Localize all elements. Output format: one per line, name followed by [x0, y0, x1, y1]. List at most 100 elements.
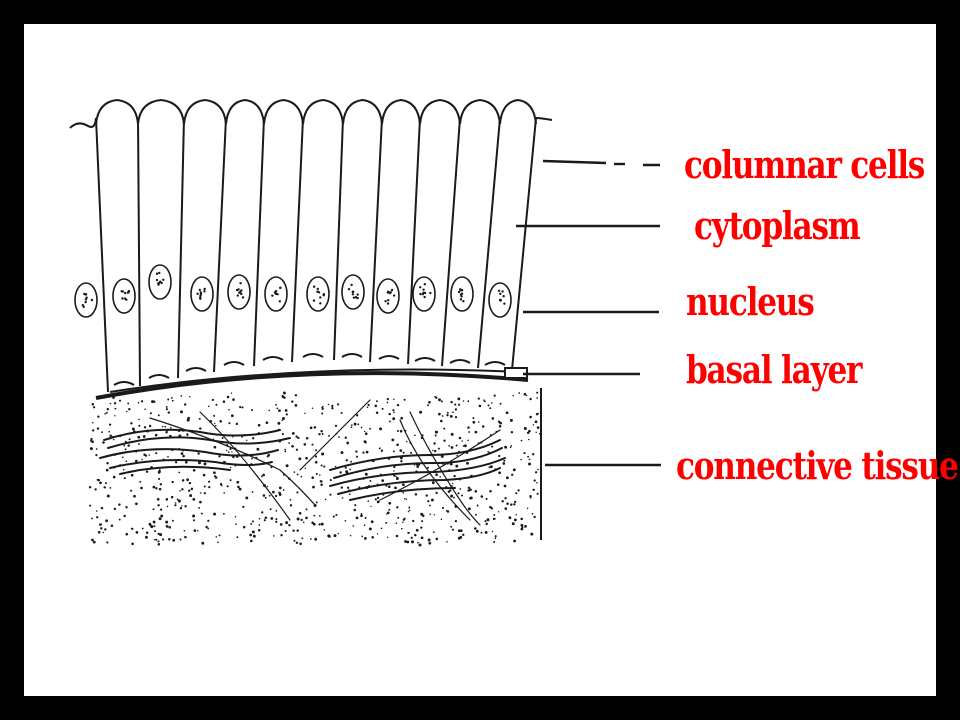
chromatin-dot — [429, 291, 432, 295]
stipple-dot — [367, 500, 370, 502]
stipple-dot — [532, 488, 535, 491]
chromatin-dot — [312, 285, 316, 288]
stipple-dot — [370, 505, 372, 508]
stipple-dot — [160, 514, 164, 518]
stipple-dot — [446, 414, 449, 417]
stipple-dot — [291, 400, 294, 403]
stipple-dot — [245, 496, 249, 500]
stipple-dot — [153, 525, 156, 528]
stipple-dot — [393, 474, 396, 477]
stipple-dot — [251, 491, 254, 493]
stipple-dot — [268, 494, 271, 497]
stipple-dot — [528, 458, 531, 461]
stipple-dot — [414, 434, 416, 437]
stipple-dot — [415, 528, 419, 532]
stipple-dot — [355, 450, 358, 453]
stipple-dot — [345, 459, 348, 462]
stipple-dot — [219, 420, 222, 423]
stipple-dot — [154, 433, 158, 437]
stipple-dot — [388, 420, 391, 423]
stipple-dot — [321, 452, 325, 456]
stipple-dot — [297, 436, 300, 440]
chromatin-dot — [392, 294, 396, 297]
stipple-dot — [443, 427, 446, 430]
stipple-dot — [260, 475, 263, 478]
stipple-dot — [189, 395, 191, 398]
stipple-dot — [321, 407, 324, 410]
stipple-dot — [450, 494, 454, 498]
stipple-dot — [529, 415, 532, 419]
stipple-dot — [493, 394, 496, 397]
stipple-dot — [340, 486, 343, 489]
stipple-dot — [393, 411, 395, 414]
stipple-dot — [236, 536, 239, 539]
stipple-dot — [329, 479, 332, 482]
stipple-dot — [230, 414, 234, 418]
stipple-dot — [418, 543, 422, 547]
stipple-dot — [250, 408, 254, 412]
label-nucleus: nucleus — [686, 279, 815, 324]
stipple-dot — [467, 426, 470, 429]
stipple-dot — [262, 494, 266, 497]
stipple-dot — [208, 405, 210, 408]
stipple-dot — [355, 516, 359, 520]
cell-apex — [419, 98, 461, 125]
chromatin-dot — [497, 289, 501, 292]
stipple-dot — [180, 410, 183, 414]
stipple-dot — [437, 447, 440, 450]
chromatin-dot — [312, 299, 316, 302]
stipple-dot — [331, 404, 334, 408]
stipple-dot — [228, 422, 231, 425]
chromatin-dot — [319, 296, 322, 299]
stipple-dot — [450, 432, 454, 436]
stipple-dot — [165, 520, 169, 524]
stipple-dot — [294, 394, 298, 397]
stipple-dot — [208, 480, 211, 483]
cell-apex — [183, 98, 227, 125]
nucleus — [488, 282, 512, 318]
stipple-dot — [433, 442, 436, 445]
stipple-dot — [319, 474, 321, 476]
stipple-dot — [356, 414, 359, 417]
stipple-dot — [379, 427, 383, 431]
stipple-dot — [364, 472, 368, 476]
stipple-dot — [104, 486, 107, 489]
chromatin-dot — [419, 292, 422, 296]
chromatin-dot — [159, 280, 162, 283]
chromatin-dot — [319, 302, 322, 305]
stipple-dot — [494, 537, 497, 540]
stipple-dot — [360, 513, 363, 515]
stipple-dot — [221, 437, 224, 439]
chromatin-dot — [457, 290, 461, 294]
stipple-dot — [282, 417, 285, 420]
stipple-dot — [523, 427, 527, 430]
stipple-dot — [510, 445, 513, 447]
stipple-dot — [281, 395, 285, 399]
stipple-dot — [128, 407, 131, 411]
stipple-dot — [166, 505, 169, 508]
stipple-dot — [315, 449, 318, 452]
stipple-dot — [454, 415, 458, 419]
stipple-dot — [445, 509, 448, 512]
chromatin-dot — [356, 293, 359, 296]
chromatin-dot — [316, 287, 320, 291]
stipple-dot — [504, 497, 507, 500]
stipple-dot — [513, 539, 516, 543]
stipple-dot — [213, 414, 216, 417]
cell-edge-right — [535, 117, 553, 121]
fiber — [109, 459, 273, 469]
stipple-dot — [257, 423, 261, 427]
stipple-dot — [199, 427, 202, 430]
stipple-dot — [350, 426, 353, 429]
stipple-dot — [289, 504, 293, 507]
stipple-dot — [452, 411, 454, 414]
stipple-dot — [311, 521, 314, 525]
stipple-dot — [364, 432, 368, 435]
chromatin-dot — [419, 286, 422, 289]
stipple-dot — [152, 508, 155, 511]
chromatin-dot — [350, 283, 353, 287]
stipple-dot — [428, 400, 431, 404]
stipple-dot — [486, 518, 490, 522]
stipple-dot — [124, 448, 127, 451]
stipple-dot — [454, 519, 458, 523]
